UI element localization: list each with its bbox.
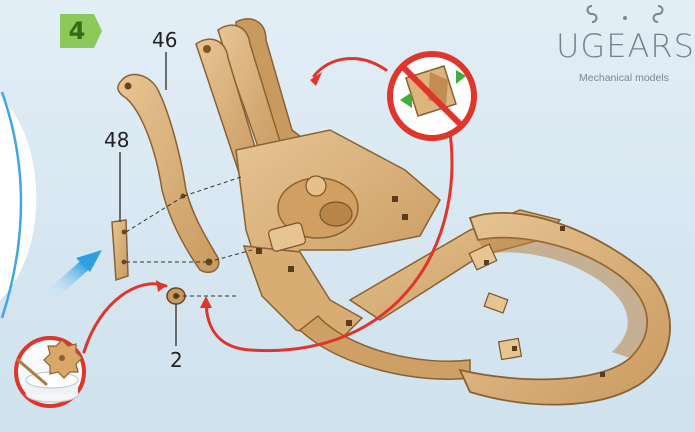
part-46 <box>118 75 219 273</box>
blue-arrow-icon <box>50 250 102 296</box>
brand-tagline: Mechanical models <box>556 72 692 84</box>
callout-2: 2 <box>170 350 183 370</box>
glue-brush-icon <box>16 338 84 406</box>
brand-name: UGEARS <box>556 30 692 62</box>
previous-step-arc <box>0 78 36 318</box>
callout-46: 46 <box>152 30 177 50</box>
part-48 <box>112 220 128 280</box>
brand-logo-icon <box>580 2 670 26</box>
prohibition-icon <box>390 54 474 138</box>
callout-48: 48 <box>104 130 129 150</box>
step-number: 4 <box>62 14 92 48</box>
